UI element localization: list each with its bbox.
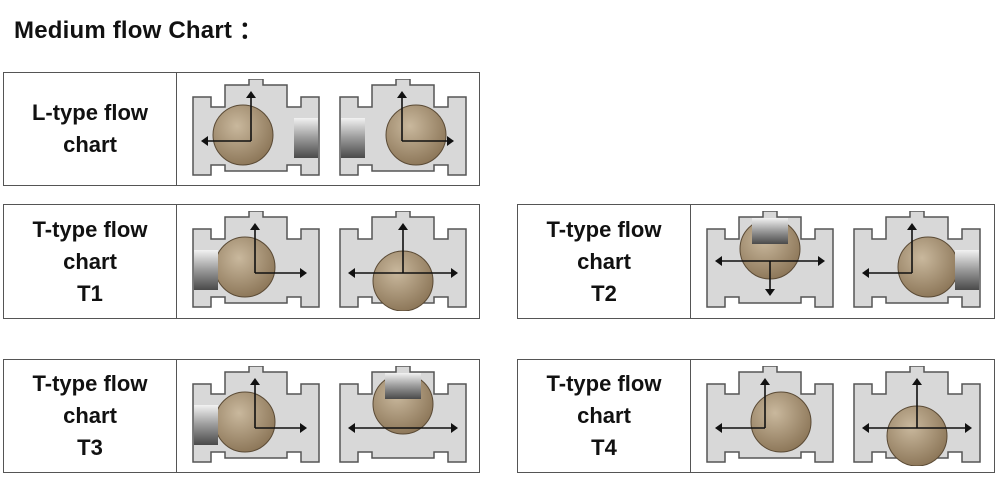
panel-label-cell: T-type flow chart T1 [4, 205, 177, 318]
panel-label: T-type flow chart T3 [32, 371, 148, 460]
flow-panel-t2: T-type flow chart T2 [517, 204, 995, 319]
port-shade [294, 118, 318, 158]
flow-arrow-head [398, 223, 408, 230]
flow-panel-t4: T-type flow chart T4 [517, 359, 995, 473]
panel-label-cell: T-type flow chart T2 [518, 205, 691, 318]
panel-label: T-type flow chart T4 [546, 371, 662, 460]
flow-arrow-head [447, 136, 454, 146]
flow-arrow-head [765, 289, 775, 296]
port-shade [385, 373, 421, 399]
valve-ball [385, 104, 447, 166]
flow-panel-t3: T-type flow chart T3 [3, 359, 480, 473]
flow-panel-t1: T-type flow chart T1 [3, 204, 480, 319]
flow-panel-l-type: L-type flow chart [3, 72, 480, 186]
flow-arrow-head [760, 378, 770, 385]
valve-ball [897, 236, 959, 298]
valve-diagram-icon [192, 211, 320, 308]
port-shade [194, 250, 218, 290]
panel-label-cell: L-type flow chart [4, 73, 177, 185]
valve-diagram-icon [706, 366, 834, 463]
valve-ball [750, 391, 812, 453]
panel-label: T-type flow chart T2 [546, 216, 662, 306]
flow-arrow-head [451, 423, 458, 433]
panel-label: L-type flow chart [31, 100, 149, 157]
valve-ball [214, 391, 276, 453]
flow-arrow-head [300, 423, 307, 433]
flow-arrow-head [250, 378, 260, 385]
flow-arrow-head [862, 268, 869, 278]
flow-arrow-head [862, 423, 869, 433]
flow-arrow-head [715, 423, 722, 433]
valve-diagram-icon [853, 211, 981, 308]
flow-arrow-head [818, 256, 825, 266]
flow-arrow-head [348, 268, 355, 278]
panel-label-cell: T-type flow chart T4 [518, 360, 691, 472]
flow-arrow-head [451, 268, 458, 278]
flow-arrow-head [250, 223, 260, 230]
flow-arrow-head [965, 423, 972, 433]
valve-diagram-icon [853, 366, 981, 466]
valve-diagram-icon [706, 211, 834, 308]
flow-arrow-head [300, 268, 307, 278]
port-shade [341, 118, 365, 158]
valve-diagram-icon [192, 79, 320, 176]
valve-ball [212, 104, 274, 166]
port-shade [752, 218, 788, 244]
port-shade [194, 405, 218, 445]
valve-diagram-icon [192, 366, 320, 463]
flow-arrow-head [201, 136, 208, 146]
valve-ball [214, 236, 276, 298]
valve-diagram-icon [339, 79, 467, 176]
panel-label-cell: T-type flow chart T3 [4, 360, 177, 472]
valve-diagram-icon [339, 366, 467, 463]
page-title: Medium flow Chart ： [14, 17, 264, 44]
flow-arrow-head [397, 91, 407, 98]
port-shade [955, 250, 979, 290]
flow-arrow-head [907, 223, 917, 230]
flow-arrow-head [246, 91, 256, 98]
flow-arrow-head [912, 378, 922, 385]
panel-label: T-type flow chart T1 [32, 216, 148, 306]
valve-diagram-icon [339, 211, 467, 311]
flow-arrow-head [348, 423, 355, 433]
flow-arrow-head [715, 256, 722, 266]
